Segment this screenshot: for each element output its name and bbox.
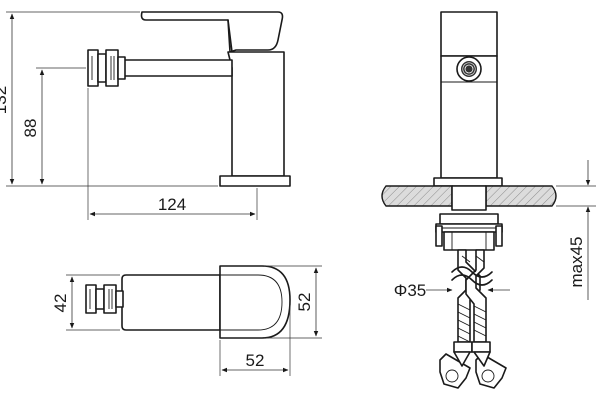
dim-52-right-label: 52 bbox=[295, 293, 314, 312]
dim-max45-label: max45 bbox=[567, 236, 586, 287]
dim-52-right: 52 bbox=[264, 265, 322, 339]
dim-42: 42 bbox=[51, 274, 120, 331]
side-view: 132 88 124 bbox=[0, 11, 291, 220]
dim-max45: max45 bbox=[556, 160, 596, 300]
front-aerator bbox=[456, 56, 482, 82]
dim-52-bottom: 52 bbox=[219, 305, 291, 376]
top-nozzle bbox=[85, 284, 124, 314]
top-view: 42 52 52 bbox=[51, 265, 322, 376]
dim-124-label: 124 bbox=[158, 195, 186, 214]
top-body bbox=[121, 274, 221, 331]
side-handle bbox=[140, 11, 284, 53]
dim-88: 88 bbox=[21, 67, 86, 185]
front-handle bbox=[440, 11, 498, 57]
side-nozzle bbox=[87, 49, 126, 87]
top-handle bbox=[219, 265, 291, 339]
side-spout-arm bbox=[123, 59, 233, 77]
dim-132: 132 bbox=[0, 11, 218, 187]
side-base bbox=[219, 175, 291, 187]
dim-132-label: 132 bbox=[0, 86, 10, 114]
dim-phi35: Φ35 bbox=[394, 281, 510, 300]
counter-section bbox=[381, 185, 557, 207]
side-body bbox=[227, 51, 285, 177]
flexible-hoses bbox=[439, 249, 507, 389]
front-view: Φ35 max45 bbox=[381, 11, 596, 389]
front-base bbox=[433, 177, 503, 187]
dim-88-label: 88 bbox=[21, 119, 40, 138]
dim-124: 124 bbox=[87, 88, 258, 220]
dim-42-label: 42 bbox=[51, 294, 70, 313]
dim-phi35-label: Φ35 bbox=[394, 281, 426, 300]
dim-52-bottom-label: 52 bbox=[246, 351, 265, 370]
mounting-nut bbox=[435, 213, 503, 251]
